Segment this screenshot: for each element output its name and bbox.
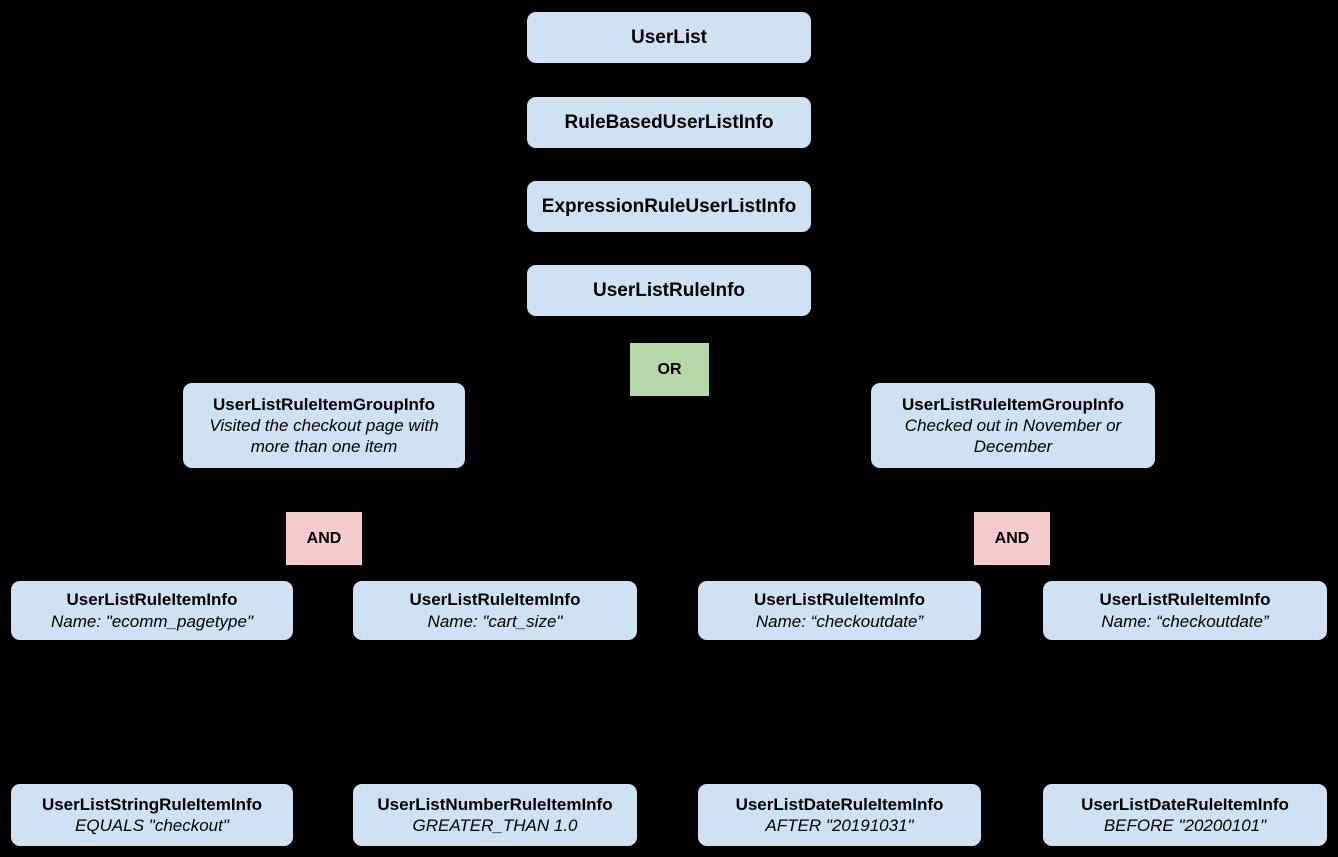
node-date-rule-item-after: UserListDateRuleItemInfo AFTER "20191031… (698, 784, 981, 846)
node-rule-item-cart-size: UserListRuleItemInfo Name: "cart_size" (353, 581, 637, 640)
node-title: UserListDateRuleItemInfo (735, 794, 944, 814)
node-title: UserListRuleItemInfo (66, 590, 238, 610)
operator-label: OR (657, 360, 682, 378)
node-number-rule-item: UserListNumberRuleItemInfo GREATER_THAN … (353, 784, 637, 846)
and-operator-node-right: AND (974, 512, 1050, 565)
node-string-rule-item: UserListStringRuleItemInfo EQUALS "check… (11, 784, 293, 846)
and-operator-node-left: AND (286, 512, 362, 565)
node-title: UserListStringRuleItemInfo (41, 794, 263, 814)
node-rule-item-group-left: UserListRuleItemGroupInfo Visited the ch… (183, 383, 465, 468)
node-subtitle: Name: “checkoutdate” (1101, 611, 1269, 631)
node-rule-based-user-list-info: RuleBasedUserListInfo (527, 97, 811, 148)
or-operator-node: OR (630, 343, 709, 396)
node-title: UserListRuleItemGroupInfo (213, 394, 435, 414)
node-subtitle: Name: "cart_size" (427, 611, 563, 631)
node-subtitle: Name: “checkoutdate” (755, 611, 924, 631)
node-date-rule-item-before: UserListDateRuleItemInfo BEFORE "2020010… (1043, 784, 1327, 846)
node-rule-item-checkoutdate-1: UserListRuleItemInfo Name: “checkoutdate… (698, 581, 981, 640)
node-rule-item-ecomm-pagetype: UserListRuleItemInfo Name: "ecomm_pagety… (11, 581, 293, 640)
node-title: ExpressionRuleUserListInfo (541, 195, 797, 217)
node-subtitle: BEFORE "20200101" (1103, 816, 1267, 836)
node-userlist: UserList (527, 12, 811, 63)
node-rule-item-group-right: UserListRuleItemGroupInfo Checked out in… (871, 383, 1155, 468)
node-subtitle: AFTER "20191031" (765, 816, 914, 836)
node-subtitle: EQUALS "checkout" (75, 816, 229, 836)
node-title: UserListRuleItemInfo (754, 590, 925, 610)
node-title: UserListRuleItemGroupInfo (902, 394, 1124, 414)
node-title: UserListNumberRuleItemInfo (377, 794, 613, 814)
node-title: UserListDateRuleItemInfo (1081, 794, 1289, 814)
node-title: UserListRuleItemInfo (409, 590, 581, 610)
node-title: RuleBasedUserListInfo (564, 111, 774, 133)
node-subtitle: Visited the checkout page with more than… (209, 416, 439, 457)
node-subtitle: GREATER_THAN 1.0 (412, 816, 578, 836)
operator-label: AND (994, 529, 1030, 547)
node-title: UserListRuleItemInfo (1099, 590, 1271, 610)
node-title: UserList (630, 26, 708, 48)
node-rule-item-checkoutdate-2: UserListRuleItemInfo Name: “checkoutdate… (1043, 581, 1327, 640)
operator-label: AND (306, 529, 342, 547)
node-subtitle: Checked out in November or December (904, 416, 1122, 457)
node-user-list-rule-info: UserListRuleInfo (527, 265, 811, 316)
node-subtitle: Name: "ecomm_pagetype" (51, 611, 253, 631)
node-title: UserListRuleInfo (592, 279, 746, 301)
node-expression-rule-user-list-info: ExpressionRuleUserListInfo (527, 181, 811, 232)
